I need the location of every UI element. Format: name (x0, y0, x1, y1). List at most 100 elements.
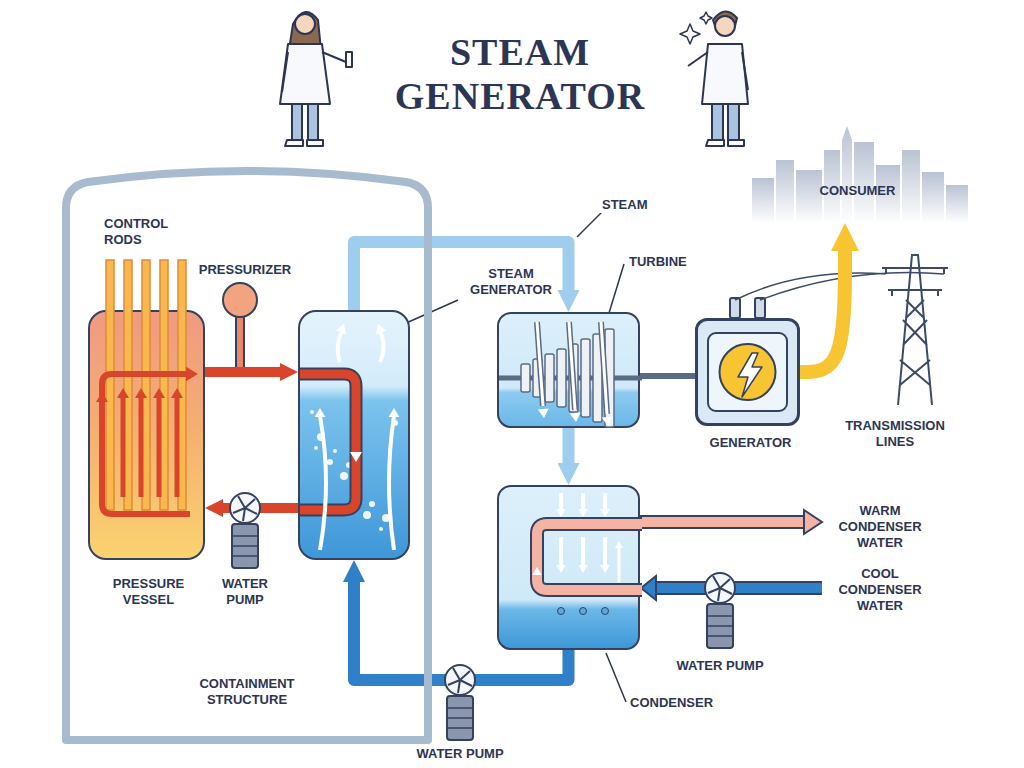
flow-arrowhead (600, 565, 610, 573)
control-rods (178, 260, 186, 510)
water-pump-icon (447, 696, 473, 740)
control-rods (106, 260, 114, 510)
flow-arrowhead (373, 322, 386, 334)
boiling-water (379, 527, 383, 531)
flow-arrowhead (96, 392, 108, 402)
steam-flow (537, 322, 613, 426)
steam-flow (601, 322, 607, 414)
cooling-tube (532, 524, 642, 590)
transmission-tower (882, 255, 948, 405)
city-skyline (796, 170, 822, 223)
water-pump-icon (230, 493, 260, 568)
label-slot: WATER PUMP (205, 576, 285, 608)
flow-arrowhead (556, 565, 566, 573)
node-label: STEAM GENERATOR (456, 266, 566, 298)
label-slot: CONTROL RODS (104, 216, 184, 248)
generator-terminals (730, 298, 765, 318)
turbine-rotor (521, 364, 530, 392)
node-label: CONDENSER (630, 695, 730, 711)
scientist-figure (680, 12, 712, 44)
containment-structure: CONTAINMENT STRUCTUREPRESSURE VESSELSTEA… (62, 160, 432, 742)
flow-arrowhead (578, 509, 588, 517)
turbine-shaft (640, 373, 695, 379)
scientist-figure (280, 12, 352, 146)
condensing-steam (618, 547, 621, 583)
steam-generator-vessel-art (300, 312, 412, 562)
pressurizer-icon (236, 312, 244, 368)
city-skyline (902, 150, 920, 223)
scientist-figure (702, 44, 748, 104)
steam-flow (537, 322, 543, 406)
label-slot: WATER PUMP (660, 658, 780, 674)
part-label: TRANSMISSION LINES (830, 418, 960, 450)
boiling-water (310, 410, 314, 414)
flow-arrowhead (336, 322, 349, 334)
node-label: GENERATOR (693, 435, 808, 451)
water-pump-icon (447, 708, 473, 728)
scientist-figure (712, 104, 723, 140)
turbine-rotor (581, 339, 590, 417)
control-rods (160, 260, 168, 510)
scientist-figure (292, 104, 302, 140)
city-skyline (946, 185, 968, 223)
flow-arrowhead (153, 388, 165, 398)
node-label: PRESSURE VESSEL (102, 576, 195, 608)
scientist-figure (688, 52, 708, 66)
leader-lines (577, 212, 602, 237)
coolant-flow (175, 398, 180, 497)
boiling-water (369, 501, 375, 507)
flow-arrowhead (532, 567, 542, 575)
part-label: WATER PUMP (660, 658, 780, 674)
control-rods (124, 260, 132, 510)
cooling-water-pipes (654, 583, 822, 593)
coolant-flow (139, 398, 144, 497)
generator-terminals (730, 298, 740, 318)
part-label: WATER PUMP (205, 576, 285, 608)
water-pump-icon (708, 576, 732, 601)
hot-leg-pipe (205, 367, 280, 377)
control-rods (142, 260, 150, 510)
coolant-flow (102, 374, 190, 514)
consumer-area: CONSUMER (745, 128, 970, 223)
pressure-vessel-art (90, 312, 207, 562)
generator-box-art (698, 321, 803, 429)
flow-label: WARM CONDENSER WATER (825, 503, 935, 551)
water-pump-icon (445, 665, 475, 695)
steam-flow (569, 322, 575, 410)
node-label: CONTAINMENT STRUCTURE (172, 676, 322, 708)
heat-exchanger-tube (300, 374, 362, 510)
condensing-steam (602, 608, 609, 615)
turbine-rotor (545, 354, 554, 402)
condenser-box: CONDENSER (497, 485, 640, 650)
label-slot: PRESSURIZER (190, 262, 300, 278)
water-pump-icon (232, 536, 258, 556)
water-pump-icon (233, 496, 257, 521)
cooling-water-pipes (804, 510, 822, 534)
flow-label: COOL CONDENSER WATER (825, 566, 935, 614)
water-pump-icon (448, 668, 472, 693)
pressurizer-icon (223, 283, 257, 317)
water-pump-icon (445, 665, 475, 740)
condensing-steam (556, 493, 623, 615)
label-slot: STEAM (600, 195, 660, 213)
scientist-figure (346, 52, 352, 67)
part-label: CONTROL RODS (104, 216, 184, 248)
water-pump-icon (705, 573, 735, 603)
coolant-flow (96, 367, 198, 514)
water-pump-icon (707, 604, 733, 648)
generator-symbol (708, 333, 787, 411)
scientist-figure (706, 140, 744, 146)
flow-arrowhead (135, 388, 147, 398)
flow-arrowhead (556, 509, 566, 517)
edge-label: STEAM (600, 197, 650, 213)
control-rods (106, 260, 186, 510)
steam-flow (320, 416, 326, 550)
turbine-rotor (557, 349, 566, 407)
connectors (205, 242, 845, 680)
scientist-figure (680, 11, 748, 146)
turbine-box: TURBINE (497, 312, 640, 428)
scientist-figure (285, 140, 323, 146)
flow-arrowhead (186, 367, 198, 381)
flow-arrowhead (570, 413, 582, 423)
